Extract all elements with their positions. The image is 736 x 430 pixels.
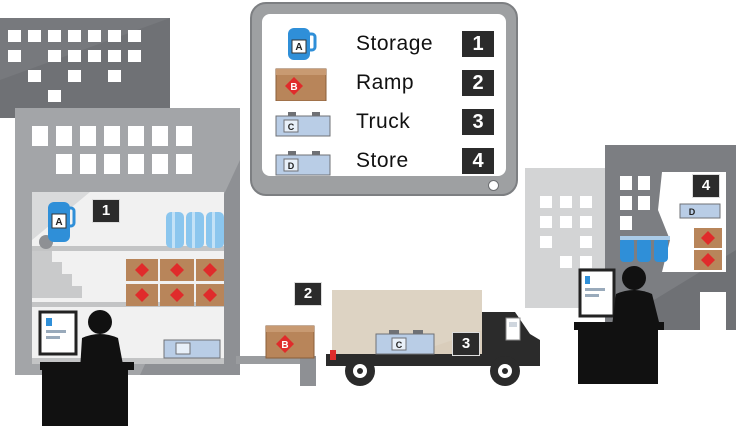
store-container-letter: D [689, 207, 696, 217]
legend-label: Storage [356, 32, 434, 55]
monitor-power-dot [488, 180, 499, 191]
container-icon: C [275, 112, 331, 137]
legend-label: Store [356, 149, 409, 172]
legend-row-storage: A Storage 1 [274, 28, 496, 62]
legend-icon-letter: C [288, 122, 295, 132]
legend-icon-letter: B [290, 82, 297, 93]
barrel-icon: A [288, 28, 317, 60]
legend-label: Ramp [356, 71, 415, 94]
legend-number: 4 [462, 148, 494, 174]
legend-number: 3 [462, 109, 494, 135]
container-icon: D [275, 151, 331, 176]
legend-icon-letter: A [295, 42, 302, 53]
box-icon: B [275, 68, 327, 101]
store-items: D [620, 203, 722, 270]
container-shelf [163, 339, 221, 359]
badge-store: 4 [692, 174, 720, 198]
background-building-left [0, 18, 170, 118]
ramp-box-letter: B [281, 340, 288, 351]
truck-container: C [375, 330, 435, 355]
legend-row-store: D Store 4 [274, 145, 496, 179]
warehouse-worker [38, 310, 134, 426]
warehouse-barrel-letter: A [55, 217, 62, 228]
legend-label: Truck [356, 110, 411, 133]
badge-ramp: 2 [294, 282, 322, 306]
badge-storage: 1 [92, 199, 120, 223]
loading-ramp [236, 356, 316, 386]
barrel-group-shelf [166, 212, 224, 248]
store-worker [574, 266, 664, 384]
warehouse-barrel: A [48, 202, 76, 242]
legend-monitor: A Storage 1 B Ramp 2 [250, 2, 518, 196]
box-group-shelf [126, 259, 224, 306]
legend-number: 1 [462, 31, 494, 57]
badge-truck: 3 [452, 332, 480, 356]
legend-row-ramp: B Ramp 2 [274, 67, 496, 101]
legend-icon-letter: D [288, 161, 295, 171]
truck-container-letter: C [396, 340, 403, 350]
legend-row-truck: C Truck 3 [274, 106, 496, 140]
legend-number: 2 [462, 70, 494, 96]
ramp-box: B [265, 325, 315, 359]
legend-panel: A Storage 1 B Ramp 2 [262, 14, 506, 176]
